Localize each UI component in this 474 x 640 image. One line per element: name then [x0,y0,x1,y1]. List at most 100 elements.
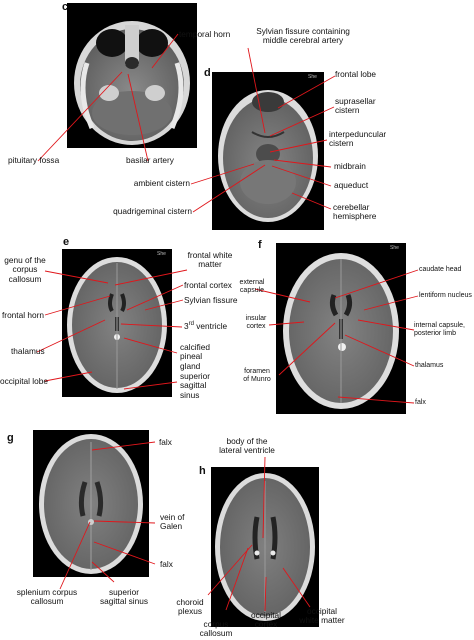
label-line: white matter [299,615,345,626]
label-line: choroid [176,597,204,607]
basal-ganglia-level-ct-image [283,253,399,409]
label-body-lateral-ventricle: body of the lateral ventricle [205,436,289,456]
label-falx-bottom: falx [160,559,173,569]
label-choroid-plexus: choroid plexus [172,597,208,617]
ct-scan-panel-d: She [212,72,324,230]
label-cerebellar-hemisphere: cerebellar hemisphere [333,202,377,222]
scanner-tag: She [308,74,317,80]
label-line: cortex [246,323,266,330]
label-line: superior [109,587,139,597]
panel-g-label: g [7,432,14,444]
label-insular-cortex: insular cortex [238,315,274,331]
label-thalamus-e: thalamus [11,346,45,356]
label-line: genu of the [4,255,46,265]
scanner-tag: She [157,251,166,257]
label-frontal-cortex: frontal cortex [184,280,232,290]
label-line: callosum [8,273,42,284]
label-corpus-callosum-h: corpus callosum [194,619,238,639]
panel-f-label: f [258,239,262,251]
lateral-ventricle-level-ct-image [215,473,315,621]
label-third-ventricle: 3rd ventricle [184,321,227,331]
label-line: sagittal [180,380,207,391]
label-superior-sagittal-sinus-g: superior sagittal sinus [90,587,158,607]
label-line: Galen [160,521,183,532]
label-line: calcified [180,342,210,352]
label-line: cortex [254,619,278,630]
label-internal-capsule: internal capsule, posterior limb [414,322,465,338]
label-superior-sagittal-sinus-e: superior sagittal sinus [180,371,210,400]
label-line: pineal [180,351,203,362]
label-sylvian-fissure-e: Sylvian fissure [184,295,238,305]
label-line: superior [180,371,210,381]
label-part: rd [188,321,194,328]
label-line: foramen [244,368,270,375]
label-line: plexus [178,606,202,617]
label-line: Sylvian fissure containing [256,26,350,36]
scanner-tag: She [390,245,399,251]
label-line: callosum [30,596,64,607]
label-interpeduncular-cistern: interpeduncular cistern [329,129,387,149]
label-line: gland [180,360,201,371]
label-occipital-white-matter: occipital white matter [292,606,352,626]
label-line: middle cerebral artery [262,35,344,46]
midbrain-level-ct-image [218,90,318,222]
label-sylvian-fissure-mca: Sylvian fissure containing middle cerebr… [244,26,362,46]
label-line: of Munro [243,376,271,383]
label-line: external [239,279,265,286]
label-line: cerebellar [333,202,370,212]
panel-c-label: c [62,1,69,13]
label-aqueduct: aqueduct [334,180,369,190]
label-line: insular [245,315,267,322]
label-line: sinus [180,389,200,400]
label-line: frontal white [187,250,233,260]
label-falx-top: falx [159,437,172,447]
label-line: corpus [203,619,229,629]
label-line: vein of [160,512,185,522]
label-line: corpus [12,264,38,275]
label-ambient-cistern: ambient cistern [133,178,190,188]
label-suprasellar-cistern: suprasellar cistern [335,96,376,116]
splenium-level-ct-image [39,434,143,574]
ct-scan-panel-h [211,467,319,627]
label-line: occipital [307,606,337,616]
label-caudate-head: caudate head [419,266,462,273]
label-line: splenium corpus [16,587,78,597]
label-line: sagittal sinus [100,596,148,607]
ct-scan-panel-g [33,430,149,577]
label-midbrain: midbrain [334,161,366,171]
third-ventricle-level-ct-image [67,257,167,393]
label-part: 3 [184,321,189,331]
label-thalamus-f: thalamus [415,362,444,369]
ct-scan-panel-c [67,3,197,148]
label-line: cistern [335,105,360,116]
label-temporal-horn: temporal horn [179,29,231,39]
label-occipital-lobe: occipital lobe [0,376,48,386]
ct-scan-panel-e: She [62,249,172,397]
label-frontal-lobe: frontal lobe [335,69,377,79]
label-falx-f: falx [415,399,426,406]
label-frontal-white-matter: frontal white matter [182,250,238,270]
label-line: body of the [226,436,268,446]
label-foramen-of-munro: foramen of Munro [236,368,278,384]
label-splenium-corpus-callosum: splenium corpus callosum [8,587,86,607]
label-line: cistern [329,138,354,149]
label-line: hemisphere [333,211,377,222]
label-line: lateral ventricle [219,445,275,456]
label-external-capsule: external capsule [232,279,272,295]
label-genu-corpus-callosum: genu of the corpus callosum [2,255,48,284]
ct-scan-panel-f: She [276,243,406,414]
label-vein-of-galen: vein of Galen [160,512,185,532]
panel-d-label: d [204,67,211,79]
label-lentiform-nucleus: lentiform nucleus [419,292,472,299]
label-calcified-pineal-gland: calcified pineal gland [180,342,210,371]
label-line: suprasellar [335,96,376,106]
label-line: matter [198,259,222,270]
label-line: interpeduncular [329,129,387,139]
label-frontal-horn: frontal horn [2,310,44,320]
label-pituitary-fossa: pituitary fossa [8,155,60,165]
panel-h-label: h [199,465,206,477]
skull-base-ct-image [74,21,190,145]
label-occipital-cortex: occipital cortex [244,610,288,630]
label-line: capsule [239,287,265,294]
label-line: occipital [251,610,281,620]
